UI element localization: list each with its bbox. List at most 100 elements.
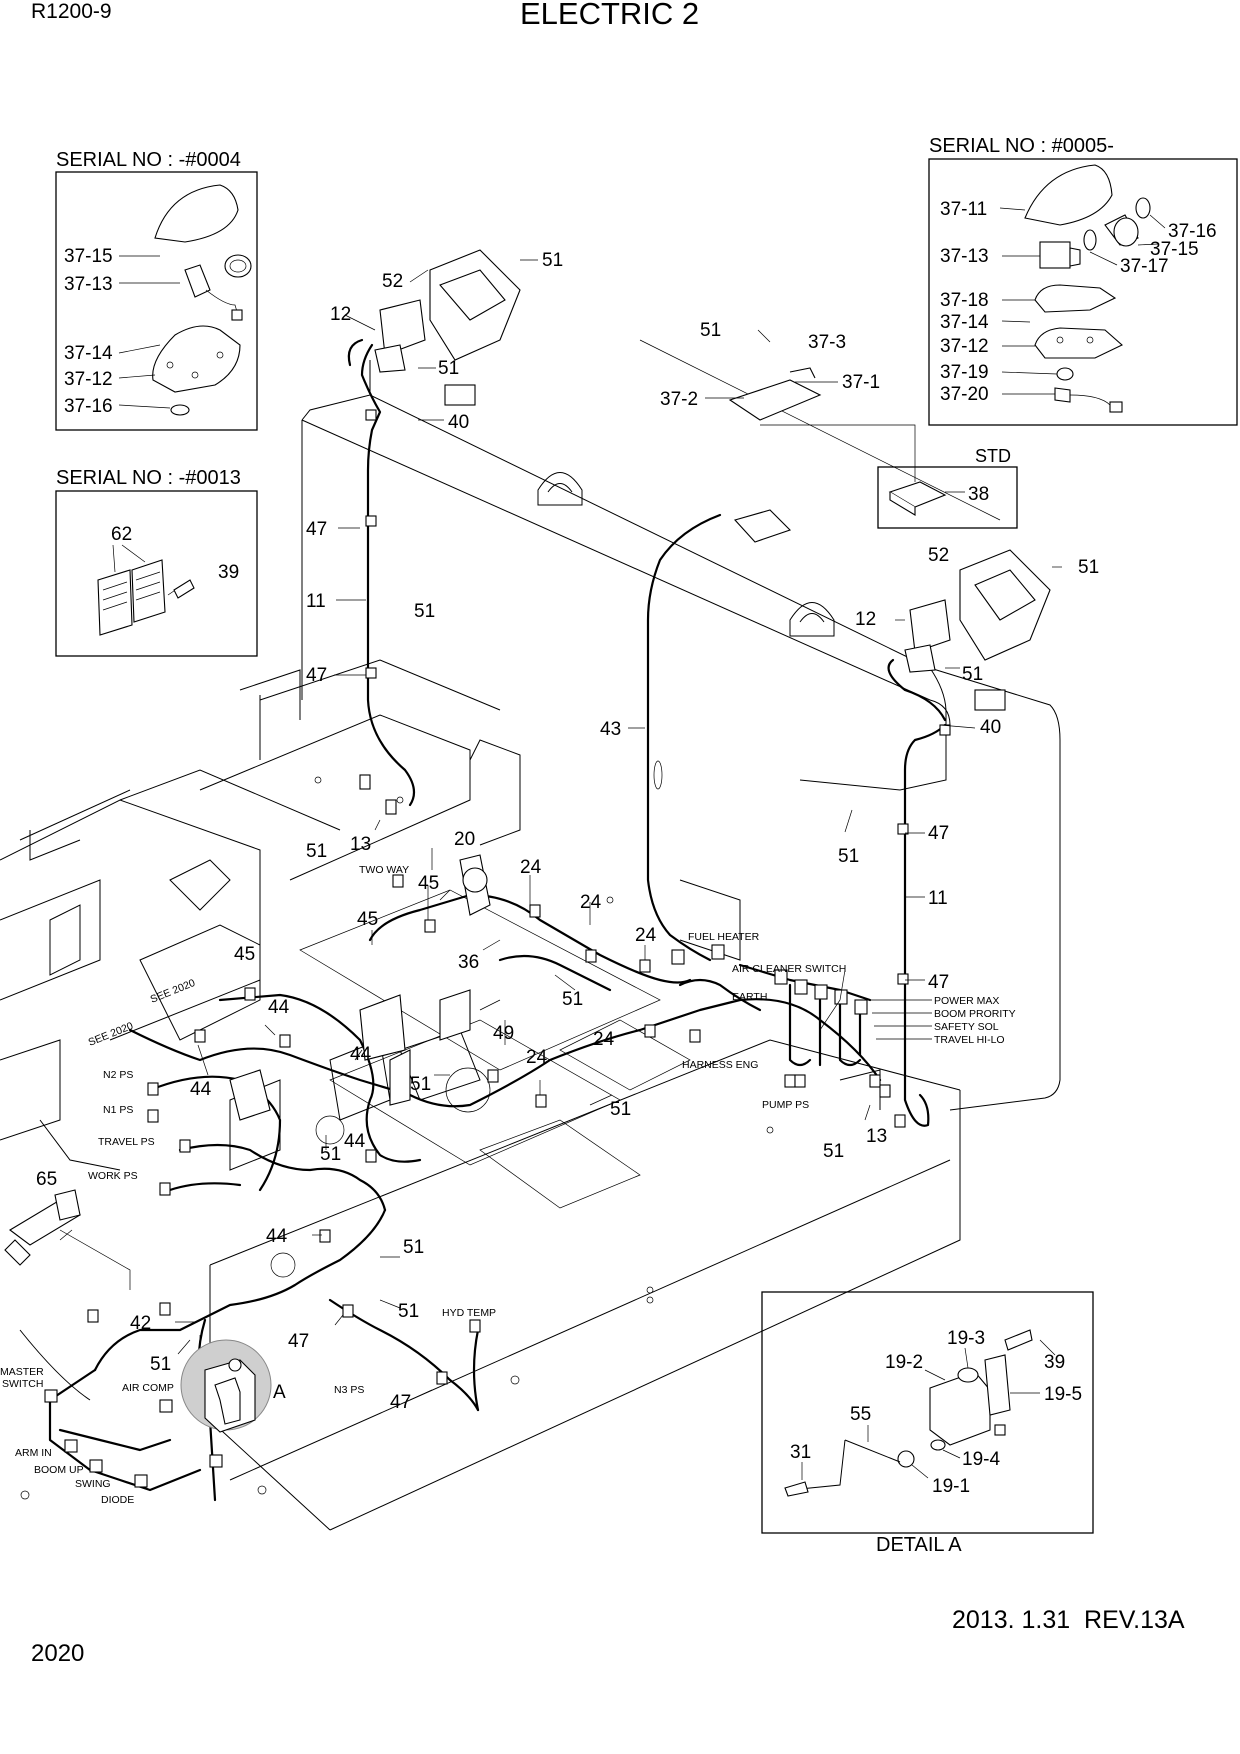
label-boom-up: BOOM UP [34,1464,84,1476]
label-37-16-b: 37-16 [1168,221,1217,242]
callout: 13 [866,1126,887,1147]
callout: 51 [306,841,327,862]
callout: 24 [526,1047,548,1068]
inset-serial-0013: SERIAL NO : -#0013 62 39 [55,467,258,657]
label-master: MASTER [0,1366,44,1378]
callout: 52 [382,271,403,292]
callout: 65 [36,1169,57,1190]
inset-serial-0005: SERIAL NO : #0005- 37-11 37-16 37-15 37-… [928,135,1238,426]
label-62: 62 [111,524,132,545]
callout: 45 [357,909,378,930]
callout: 51 [823,1141,844,1162]
label-37-11: 37-11 [940,199,987,220]
label-38: 38 [968,484,989,505]
callout: 51 [398,1301,419,1322]
label-see-2020-b: SEE 2020 [149,977,197,1006]
callout: 44 [350,1044,372,1065]
wire-harness [48,338,947,1502]
callout: 51 [962,664,983,685]
label-n1-ps: N1 PS [103,1104,133,1116]
label-37-18: 37-18 [940,290,989,311]
callout: 11 [306,591,326,612]
label-19-3: 19-3 [947,1328,985,1349]
label-air-cleaner-switch: AIR CLEANER SWITCH [732,963,846,975]
callout: 24 [593,1029,615,1050]
page-title: ELECTRIC 2 [520,0,700,31]
callout: 12 [330,304,351,325]
callout: 51 [403,1237,424,1258]
label-37-13-b: 37-13 [940,246,989,267]
callout: 47 [928,972,949,993]
callout: 24 [635,925,657,946]
callout: 52 [928,545,949,566]
callout: 40 [448,412,469,433]
inset-detail-a: DETAIL A 19-3 39 19-2 19-5 55 31 19-4 19… [761,1291,1094,1556]
label-37-15-b: 37-15 [1150,239,1199,260]
label-n3-ps: N3 PS [334,1384,364,1396]
callout: 11 [928,888,948,909]
callout: 47 [928,823,949,844]
callout-a-marker: A [273,1382,286,1403]
label-pump-ps: PUMP PS [762,1099,809,1111]
callout: 44 [344,1131,366,1152]
callout: 44 [190,1079,212,1100]
components [4,249,1051,1488]
callout: 51 [150,1354,171,1375]
label-travel-hi-lo: TRAVEL HI-LO [934,1034,1005,1046]
label-earth: EARTH [732,991,767,1003]
callout: 51 [438,358,459,379]
callout: 24 [580,892,602,913]
label-boom-prority: BOOM PRORITY [934,1008,1016,1020]
label-swing: SWING [75,1478,111,1490]
inset-serial-0005-title: SERIAL NO : #0005- [929,135,1114,157]
callout: 51 [320,1144,341,1165]
label-power-max: POWER MAX [934,995,999,1007]
callout: 36 [458,952,479,973]
callout: 42 [130,1313,151,1334]
callout: 20 [454,829,475,850]
inset-serial-0004: SERIAL NO : -#0004 37-15 37-13 37-14 37-… [55,149,258,431]
callout: 37-2 [660,389,698,410]
label-55: 55 [850,1404,871,1425]
callout: 51 [1078,557,1099,578]
label-arm-in: ARM IN [15,1447,52,1459]
callout: 51 [414,601,435,622]
label-see-2020-a: SEE 2020 [87,1020,135,1049]
label-19-5: 19-5 [1044,1384,1082,1405]
model-number: R1200-9 [31,0,112,23]
callout: 45 [234,944,255,965]
label-safety-sol: SAFETY SOL [934,1021,999,1033]
label-37-14-a: 37-14 [64,343,113,364]
label-19-4: 19-4 [962,1449,1000,1470]
callout: 12 [855,609,876,630]
callout: 47 [306,665,327,686]
label-n2-ps: N2 PS [103,1069,133,1081]
label-39-b: 39 [1044,1352,1065,1373]
label-switch: SWITCH [2,1378,43,1390]
label-37-19: 37-19 [940,362,989,383]
callout: 51 [562,989,583,1010]
page-number: 2020 [31,1640,85,1667]
label-37-16-a: 37-16 [64,396,113,417]
callout: 51 [610,1099,631,1120]
callout: 51 [838,846,859,867]
label-37-13-a: 37-13 [64,274,113,295]
leader-lines [59,259,1062,1401]
revision-date: 2013. 1.31 REV.13A [952,1606,1185,1634]
callout: 47 [390,1392,411,1413]
callout: 24 [520,857,542,878]
inset-serial-0013-title: SERIAL NO : -#0013 [56,467,241,489]
inset-serial-0004-title: SERIAL NO : -#0004 [56,149,241,171]
callout: 44 [266,1226,288,1247]
label-hyd-temp: HYD TEMP [442,1307,496,1319]
callout: 47 [288,1331,309,1352]
label-travel-ps: TRAVEL PS [98,1136,155,1148]
label-19-2: 19-2 [885,1352,923,1373]
callout: 37-1 [842,372,880,393]
label-19-1: 19-1 [932,1476,970,1497]
callout: 47 [306,519,327,540]
label-work-ps: WORK PS [88,1170,138,1182]
label-two-way: TWO WAY [359,864,409,876]
